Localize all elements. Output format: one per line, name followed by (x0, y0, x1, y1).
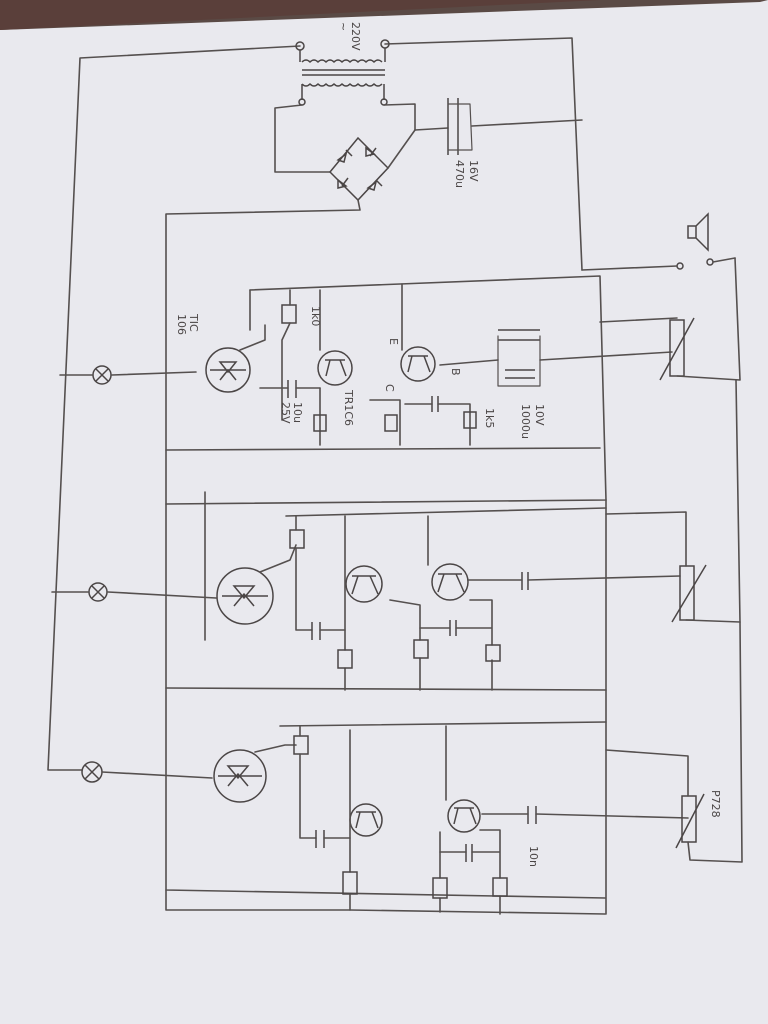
coupling-capacitor-3 (527, 806, 537, 824)
stage-3: 10n P728 (81, 621, 743, 915)
resistor-2d (485, 644, 501, 662)
stage-3-top-wire (279, 721, 607, 727)
pot-3-wire (605, 621, 743, 863)
transistor-1b (400, 346, 436, 382)
coupling-capacitor-1000u (497, 329, 541, 387)
resistor-2a (289, 529, 305, 549)
coupling-capacitor-2 (521, 572, 529, 590)
filter-cap-wire (414, 119, 583, 131)
mains-ac-symbol: ~ (337, 22, 350, 31)
resistor-3a (293, 735, 309, 755)
triac-1 (205, 324, 266, 393)
coupling-cap-voltage: 10V (533, 404, 546, 426)
resistor-3d (492, 877, 508, 897)
mains-voltage-label: 220V (349, 22, 362, 51)
stage-2-top-wire (285, 507, 607, 517)
resistor-2c (413, 639, 429, 659)
pot-label: P728 (709, 790, 722, 818)
resistor-1k5-label: 1k5 (483, 408, 496, 428)
stage-3-bottom-wire (165, 889, 606, 915)
speaker-icon (687, 212, 709, 252)
potentiometer-3 (681, 795, 697, 843)
r1-wire (281, 289, 291, 421)
left-rail-wire (47, 45, 301, 771)
resistor-1k0-label: 1k0 (309, 306, 322, 326)
transistor-1a-label: TR1C6 (342, 389, 355, 426)
speaker-wires (581, 257, 736, 271)
transistor-1a (317, 350, 353, 386)
transformer (295, 39, 390, 106)
coupling-cap-value: 1000u (519, 404, 532, 439)
filter-capacitor (447, 98, 473, 155)
lamp-1 (92, 365, 112, 385)
stage-1-inner-wires (165, 289, 601, 451)
triac-2 (216, 544, 297, 625)
resistor-3b (342, 871, 358, 895)
lamp-2 (88, 582, 108, 602)
lamp-3-wire (101, 771, 213, 779)
transistor-1b-wire (369, 283, 403, 446)
stage-1: TIC 106 1k0 10u 25V TR1C6 E B C 1k5 (59, 257, 741, 505)
right-top-rail-wire (384, 37, 583, 271)
triac-name-label: TIC (187, 313, 200, 332)
bridge-rectifier (328, 129, 416, 202)
triac-number-label: 106 (175, 314, 188, 335)
resistor-1a (313, 414, 327, 432)
power-supply-section: 220V ~ 16V 470u (47, 22, 606, 899)
coupling-wire-1 (439, 351, 673, 366)
emitter-label: E (387, 338, 400, 345)
resistor-1k5 (463, 411, 477, 429)
transistor-3b (447, 799, 481, 833)
secondary-wire-right (383, 103, 416, 131)
resistor-2b (337, 649, 353, 669)
transistor-2a (345, 565, 383, 603)
filter-cap-value: 470u (453, 160, 466, 188)
coupling-wire-3 (481, 813, 689, 819)
resistor-1b (384, 414, 398, 432)
cap-10u-voltage: 25V (279, 402, 292, 424)
stage-1-box (165, 275, 607, 505)
lamp-2-wire (51, 591, 217, 599)
pot-1-wire (599, 257, 741, 381)
triac-3 (213, 744, 297, 803)
table-background (0, 0, 600, 30)
cap-10n-label: 10n (527, 846, 540, 867)
negative-bus-wire (165, 199, 606, 899)
transistor-2b (431, 563, 469, 601)
collector-label: C (383, 384, 396, 392)
lamp-1-wire (59, 371, 197, 376)
coupling-wire-2 (467, 575, 681, 581)
cap-10u-value: 10u (291, 402, 304, 423)
base-label: B (449, 368, 462, 376)
cap-10u (287, 380, 297, 398)
resistor-1k0 (281, 304, 297, 324)
resistor-3c (432, 877, 448, 899)
secondary-wire-left (274, 104, 331, 173)
filter-cap-voltage: 16V (467, 160, 480, 182)
